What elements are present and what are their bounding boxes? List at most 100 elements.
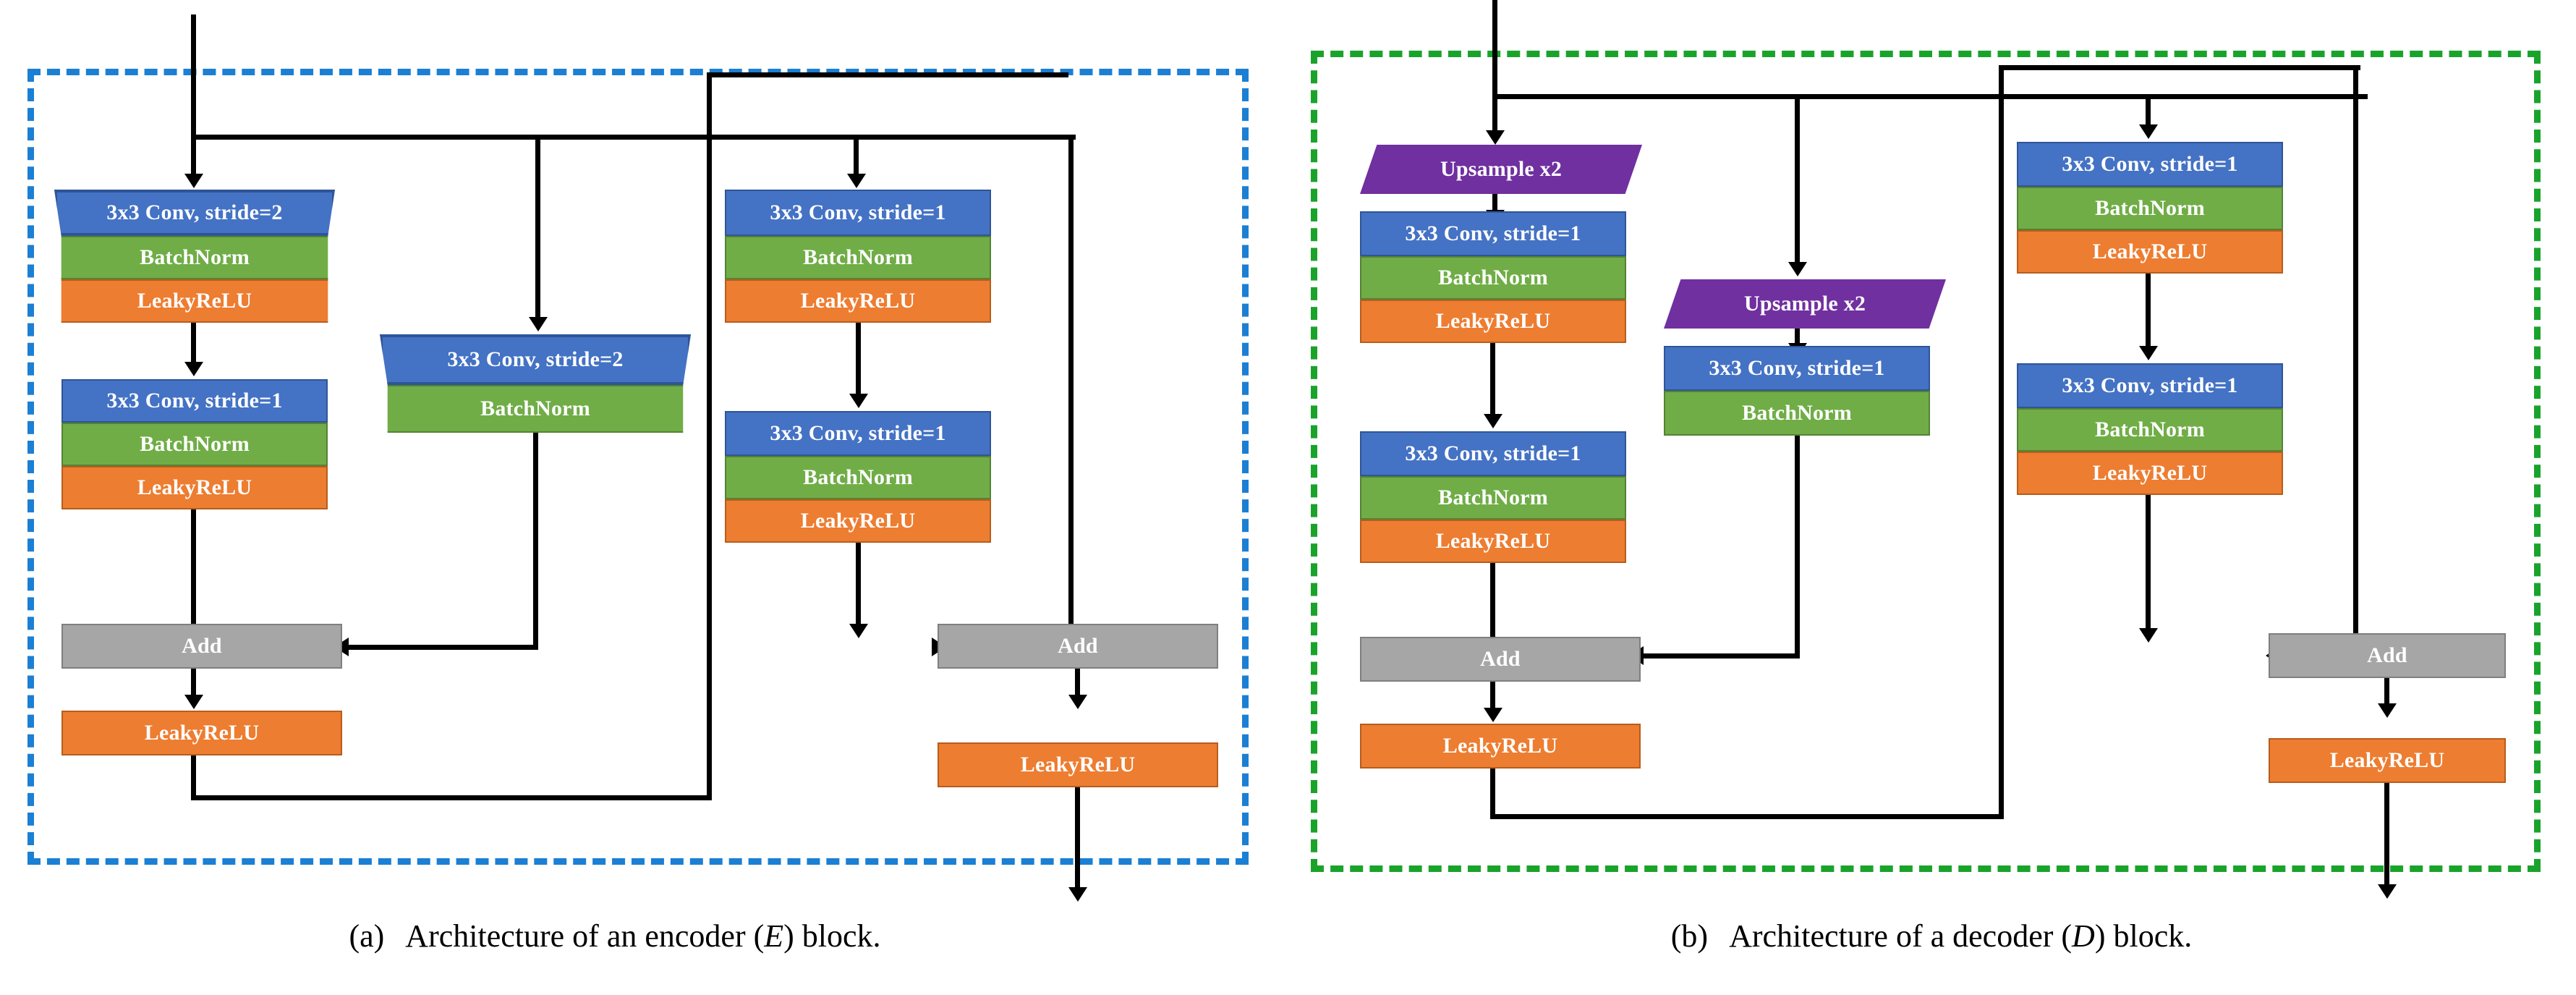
decoder-caption: (b) Architecture of a decoder (D) block.	[1476, 918, 2387, 954]
decoder-main3-leakyrelu: LeakyReLU	[2017, 230, 2283, 274]
encoder-shortcut2-down-line	[1068, 135, 1074, 648]
encoder-add-1: Add	[61, 624, 342, 669]
encoder-main1-leakyrelu: LeakyReLU	[61, 279, 328, 323]
decoder-caption-prefix: (b)	[1670, 918, 1709, 954]
encoder-main4-to-add2-arrow	[849, 624, 868, 638]
encoder-main1-to-main2-line	[191, 323, 196, 368]
encoder-right-branch-line	[707, 135, 1076, 140]
decoder-shortcut-into-add1-line	[1642, 653, 1800, 659]
encoder-caption-text: Architecture of an encoder (	[405, 918, 765, 954]
decoder-shortcut-batchnorm: BatchNorm	[1664, 391, 1930, 436]
decoder-main2-leakyrelu: LeakyReLU	[1360, 520, 1626, 563]
encoder-shortcut-batchnorm: BatchNorm	[387, 385, 684, 433]
encoder-relu-1: LeakyReLU	[61, 711, 342, 755]
decoder-input-arrow	[1486, 130, 1505, 145]
encoder-shortcut-branch-line	[535, 135, 540, 323]
encoder-midpath-up-line	[707, 72, 712, 800]
decoder-main1-to-main2-arrow	[1484, 414, 1502, 428]
encoder-shortcut-conv: 3x3 Conv, stride=2	[380, 334, 691, 385]
decoder-caption-suffix: ) block.	[2094, 918, 2193, 954]
encoder-right-into-conv-arrow	[847, 174, 866, 188]
decoder-shortcut-upsample: Upsample x2	[1664, 279, 1946, 329]
encoder-main3-batchnorm: BatchNorm	[725, 236, 991, 279]
decoder-input-split-line	[1492, 94, 2353, 99]
decoder-right-into-conv-arrow	[2139, 124, 2158, 139]
encoder-main2-leakyrelu: LeakyReLU	[61, 466, 328, 509]
encoder-input-split-line	[191, 135, 1074, 140]
decoder-main1-leakyrelu: LeakyReLU	[1360, 300, 1626, 343]
decoder-add-1: Add	[1360, 637, 1641, 682]
encoder-main3-to-main4-arrow	[849, 394, 868, 408]
encoder-shortcut-into-add-line	[347, 645, 535, 650]
encoder-add-2: Add	[938, 624, 1218, 669]
decoder-upsample-to-conv-line	[1492, 194, 1497, 216]
encoder-shortcut-to-add-line	[533, 433, 538, 650]
decoder-main4-batchnorm: BatchNorm	[2017, 408, 2283, 452]
encoder-output-arrow	[1068, 887, 1087, 902]
decoder-block-frame	[1311, 51, 2541, 872]
decoder-relu-1: LeakyReLU	[1360, 724, 1641, 769]
encoder-main3-leakyrelu: LeakyReLU	[725, 279, 991, 323]
decoder-main3-conv: 3x3 Conv, stride=1	[2017, 142, 2283, 187]
encoder-main2-to-add-line	[191, 509, 196, 630]
decoder-midpath-bottom-line	[1490, 814, 2004, 819]
encoder-caption-prefix: (a)	[349, 918, 385, 954]
decoder-shortcut-to-add1-line	[1795, 436, 1800, 659]
decoder-shortcut-branch-line	[1795, 94, 1800, 268]
encoder-caption-suffix: ) block.	[783, 918, 881, 954]
encoder-shortcut-branch-arrow	[529, 317, 548, 331]
decoder-relu1-out-line	[1490, 769, 1495, 819]
encoder-main2-conv: 3x3 Conv, stride=1	[61, 379, 328, 423]
decoder-main4-to-add2-line	[2146, 495, 2151, 632]
decoder-shortcut2-down-line	[2353, 65, 2358, 655]
encoder-main4-to-add2-line	[856, 543, 861, 630]
decoder-main4-conv: 3x3 Conv, stride=1	[2017, 363, 2283, 408]
encoder-main4-leakyrelu: LeakyReLU	[725, 499, 991, 543]
encoder-add2-to-relu2-arrow	[1068, 695, 1087, 709]
encoder-main3-conv: 3x3 Conv, stride=1	[725, 190, 991, 236]
decoder-caption-symbol: D	[2072, 918, 2095, 954]
decoder-main2-conv: 3x3 Conv, stride=1	[1360, 431, 1626, 476]
encoder-main3-to-main4-line	[856, 323, 861, 399]
encoder-main2-batchnorm: BatchNorm	[61, 423, 328, 466]
decoder-main1-to-main2-line	[1490, 343, 1495, 420]
decoder-add2-to-relu2-arrow	[2378, 703, 2397, 718]
encoder-add1-to-relu1-line	[191, 669, 196, 700]
decoder-relu-2: LeakyReLU	[2269, 738, 2506, 783]
decoder-add2-to-relu2-line	[2384, 678, 2389, 710]
encoder-caption: (a) Architecture of an encoder (E) block…	[159, 918, 1071, 954]
decoder-main4-to-add2-arrow	[2139, 628, 2158, 643]
decoder-output-line	[2384, 783, 2389, 893]
encoder-main4-conv: 3x3 Conv, stride=1	[725, 411, 991, 456]
decoder-main1-batchnorm: BatchNorm	[1360, 256, 1626, 300]
decoder-right-branch-line	[1999, 94, 2368, 99]
encoder-output-line	[1075, 787, 1080, 896]
decoder-input-line	[1492, 0, 1497, 137]
decoder-main1-conv: 3x3 Conv, stride=1	[1360, 211, 1626, 256]
encoder-main4-batchnorm: BatchNorm	[725, 456, 991, 499]
decoder-shortcut-ups-to-conv-line	[1795, 329, 1800, 347]
decoder-shortcut-conv: 3x3 Conv, stride=1	[1664, 346, 1930, 391]
decoder-caption-text: Architecture of a decoder (	[1729, 918, 2073, 954]
encoder-main1-conv: 3x3 Conv, stride=2	[54, 190, 335, 236]
decoder-main3-to-main4-arrow	[2139, 346, 2158, 360]
encoder-block-frame	[27, 69, 1249, 865]
decoder-main-upsample: Upsample x2	[1360, 145, 1642, 194]
decoder-right-into-conv-line	[2146, 94, 2151, 130]
encoder-add2-to-relu2-line	[1075, 669, 1080, 700]
encoder-main1-to-main2-arrow	[184, 362, 203, 376]
decoder-shortcut-branch-arrow	[1788, 262, 1807, 276]
decoder-add1-to-relu1-line	[1490, 682, 1495, 714]
encoder-input-line	[191, 14, 196, 181]
decoder-main3-to-main4-line	[2146, 274, 2151, 352]
decoder-midpath-up-line	[1999, 65, 2004, 819]
decoder-main2-batchnorm: BatchNorm	[1360, 476, 1626, 520]
encoder-main1-batchnorm: BatchNorm	[61, 236, 328, 279]
encoder-add1-to-relu1-arrow	[184, 695, 203, 709]
encoder-midpath-bottom-line	[191, 795, 712, 800]
decoder-add1-to-relu1-arrow	[1484, 708, 1502, 722]
decoder-add-2: Add	[2269, 633, 2506, 678]
decoder-right-split-line	[1999, 65, 2360, 70]
decoder-main4-leakyrelu: LeakyReLU	[2017, 452, 2283, 495]
